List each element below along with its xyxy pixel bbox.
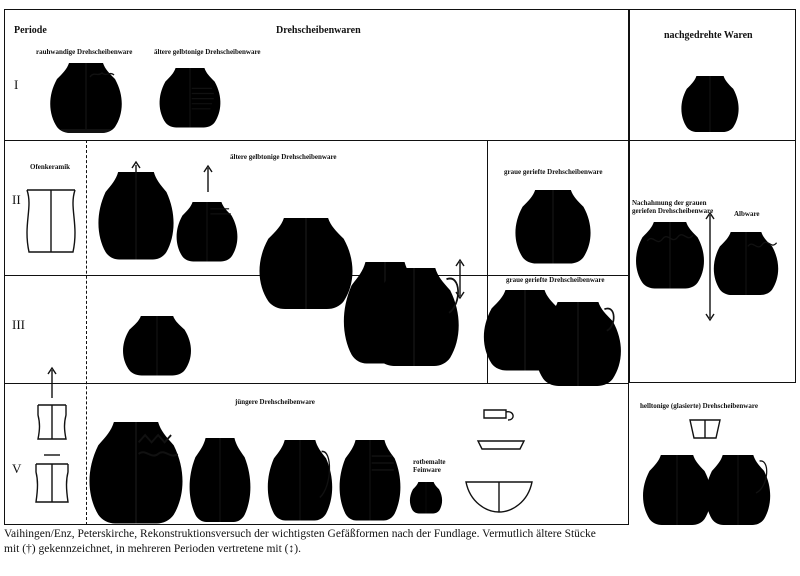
label-graue-geriefte-2: graue geriefte Drehscheibenware bbox=[506, 276, 605, 284]
divider-ofenkeramik bbox=[86, 140, 87, 525]
periode-header: Periode bbox=[14, 25, 47, 36]
pot-aeltere-gelbtonige-small bbox=[176, 202, 238, 262]
label-rotbemalte-1: rotbemalte bbox=[413, 458, 446, 466]
label-helltonige: helltonige (glasierte) Drehscheibenware bbox=[640, 402, 758, 410]
period-label-2: II bbox=[12, 192, 21, 207]
pot-rotbemalte bbox=[409, 482, 443, 514]
divider-grey-ware bbox=[487, 140, 488, 383]
nachgedrehte-header: nachgedrehte Waren bbox=[664, 30, 753, 41]
label-rauhwandige: rauhwandige Drehscheibenware bbox=[36, 48, 133, 56]
pot-lamp bbox=[465, 409, 533, 513]
caption-line-2: mit (†) gekennzeichnet, in mehreren Peri… bbox=[4, 543, 301, 555]
pot-nachgedreht-1 bbox=[681, 76, 739, 133]
label-graue-geriefte-1: graue geriefte Drehscheibenware bbox=[504, 168, 603, 176]
pot-nachahmung bbox=[636, 222, 704, 289]
pot-juengere-jug-1 bbox=[189, 438, 251, 523]
label-nachahmung-1: Nachahmung der grauen bbox=[632, 199, 707, 207]
pot-helltonige-2 bbox=[705, 455, 771, 525]
pot-juengere-jug-3 bbox=[339, 440, 401, 521]
pot-ofen-v-1 bbox=[37, 404, 67, 440]
nachgedrehte-frame bbox=[629, 9, 796, 383]
main-frame bbox=[4, 9, 629, 525]
pot-jug-2 bbox=[369, 268, 459, 366]
label-juengere: jüngere Drehscheibenware bbox=[235, 398, 315, 406]
caption-line-1: Vaihingen/Enz, Peterskirche, Rekonstrukt… bbox=[4, 528, 596, 540]
period-label-1: I bbox=[14, 77, 19, 92]
label-aeltere-gelbtonige-2: ältere gelbtonige Drehscheibenware bbox=[230, 153, 337, 161]
drehscheibenwaren-header: Drehscheibenwaren bbox=[276, 25, 361, 36]
pot-graue-geriefte-2 bbox=[483, 290, 567, 371]
pot-aeltere-gelbtonige-1 bbox=[159, 68, 221, 128]
pot-ofen-v-2 bbox=[35, 463, 69, 503]
arrow-up-ofen bbox=[44, 160, 715, 456]
figure-caption: Vaihingen/Enz, Peterskirche, Rekonstrukt… bbox=[4, 527, 794, 557]
label-ofenkeramik: Ofenkeramik bbox=[30, 163, 71, 171]
pot-graue-geriefte-1 bbox=[515, 190, 591, 264]
pot-ofenkeramik bbox=[26, 189, 76, 253]
pot-juengere-decorated bbox=[89, 422, 183, 524]
label-albware: Albware bbox=[734, 210, 760, 218]
label-rotbemalte-2: Feinware bbox=[413, 466, 441, 474]
label-aeltere-gelbtonige-1: ältere gelbtonige Drehscheibenware bbox=[154, 48, 261, 56]
pot-rauhwandige bbox=[50, 63, 122, 133]
pot-juengere-jug-2 bbox=[267, 440, 333, 521]
period-label-3: III bbox=[12, 317, 25, 332]
label-nachahmung-2: geriefen Drehscheibenware bbox=[632, 207, 714, 215]
divider-period-3 bbox=[4, 383, 629, 384]
pot-aeltere-gelbtonige-tall bbox=[98, 172, 174, 260]
pot-large-jar bbox=[259, 218, 353, 309]
period-label-5: V bbox=[12, 461, 22, 476]
pot-helltonige-1 bbox=[643, 455, 711, 525]
pot-graue-geriefte-jug bbox=[535, 302, 621, 387]
pot-helltonige-bowl bbox=[689, 419, 721, 439]
pot-period-3 bbox=[123, 316, 191, 376]
pot-albware bbox=[713, 232, 779, 296]
divider-period-1 bbox=[4, 140, 796, 141]
